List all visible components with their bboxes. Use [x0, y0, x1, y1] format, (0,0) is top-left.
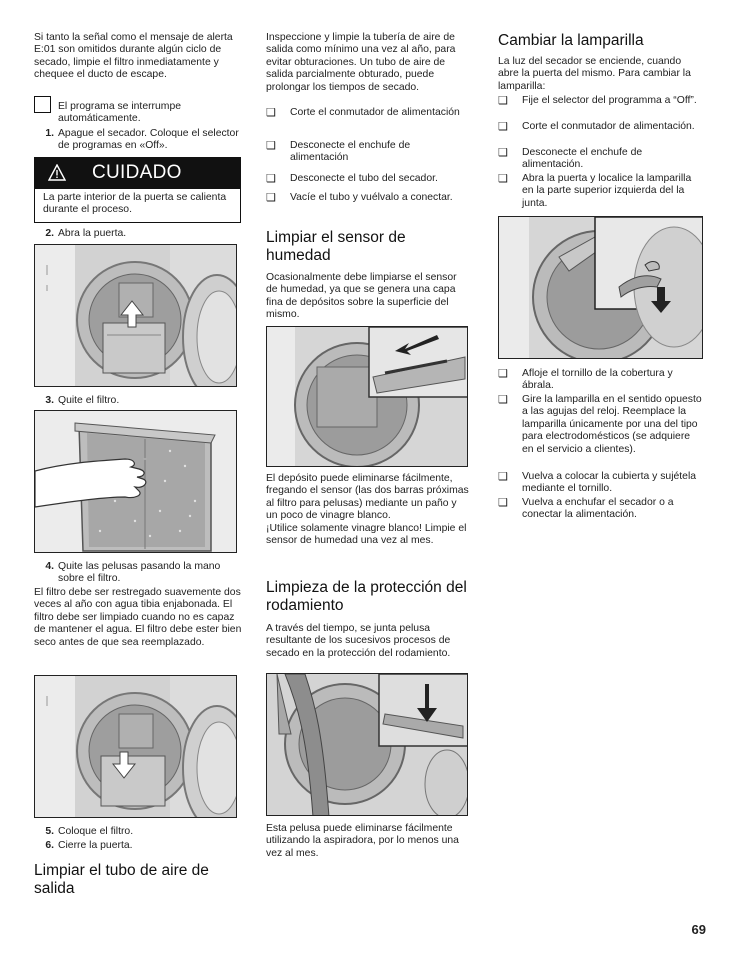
note-checkbox-icon — [34, 96, 51, 113]
bearing-vacuum-image — [266, 673, 468, 816]
checkbox-icon: ❑ — [266, 107, 276, 119]
caution-header: CUIDADO — [34, 157, 241, 189]
checkbox-icon: ❑ — [498, 121, 508, 133]
checkbox-icon: ❑ — [498, 368, 508, 380]
lamp-steps-list-b: ❑ Afloje el tornillo de la cobertura y á… — [498, 368, 704, 522]
checkbox-icon: ❑ — [266, 192, 276, 204]
checkbox-icon: ❑ — [266, 173, 276, 185]
list-item: ❑ Fije el selector del programma a “Off”… — [498, 95, 704, 121]
intro-text: Si tanto la señal como el mensaje de ale… — [34, 32, 233, 81]
humidity-sensor-image — [266, 326, 468, 467]
step-5: 5. Coloque el filtro. — [45, 826, 134, 837]
step-2: 2. Abra la puerta. — [45, 228, 127, 239]
step-6: 6. Cierre la puerta. — [45, 840, 133, 851]
lamp-intro: La luz del secador se enciende, cuando a… — [498, 56, 691, 92]
checkbox-icon: ❑ — [266, 140, 276, 152]
list-item: ❑ Vuelva a enchufar el secador o a conec… — [498, 497, 674, 521]
list-item: ❑ Gire la lamparilla en el sentido opues… — [498, 394, 704, 471]
list-item: ❑ Afloje el tornillo de la cobertura y á… — [498, 368, 704, 394]
step-1: 1. Apague el secador. Coloque el selecto… — [45, 128, 239, 152]
checkbox-icon: ❑ — [498, 147, 508, 159]
checkbox-icon: ❑ — [498, 471, 508, 483]
dryer-filter-insert-image — [34, 675, 237, 818]
exhaust-steps-list: ❑ Corte el conmutador de alimentación ❑ … — [266, 107, 470, 204]
list-item: ❑ Corte el conmutador de alimentación. — [498, 121, 704, 147]
bearing-heading: Limpieza de la protección del rodamiento — [266, 579, 467, 614]
filter-cleaning-image — [34, 410, 237, 553]
list-item: ❑ Corte el conmutador de alimentación — [266, 107, 470, 140]
filter-note: El filtro debe ser restregado suavemente… — [34, 587, 242, 648]
checkbox-icon: ❑ — [498, 497, 508, 509]
list-item: ❑ Desconecte el tubo del secador. — [266, 173, 470, 192]
list-item: ❑ Vacíe el tubo y vuélvalo a conectar. — [266, 192, 453, 204]
lamp-heading: Cambiar la lamparilla — [498, 32, 644, 49]
exhaust-intro: Inspeccione y limpie la tubería de aire … — [266, 32, 456, 93]
list-item: ❑ Abra la puerta y localice la lamparill… — [498, 173, 692, 209]
sensor-heading: Limpiar el sensor de humedad — [266, 229, 406, 264]
note-text: El programa se interrumpe automáticament… — [58, 101, 182, 125]
checkbox-icon: ❑ — [498, 95, 508, 107]
dryer-filter-removal-image — [34, 244, 237, 387]
lamp-steps-list-a: ❑ Fije el selector del programma a “Off”… — [498, 95, 704, 210]
bearing-text: Esta pelusa puede eliminarse fácilmente … — [266, 823, 459, 859]
exhaust-tube-heading: Limpiar el tubo de aire de salida — [34, 862, 209, 897]
caution-text: La parte interior de la puerta se calien… — [34, 189, 241, 223]
sensor-text: El depósito puede eliminarse fácilmente,… — [266, 473, 469, 547]
step-4: 4. Quite las pelusas pasando la mano sob… — [45, 561, 221, 585]
list-item: ❑ Desconecte el enchufe de alimentación — [266, 140, 470, 173]
list-item: ❑ Desconecte el enchufe de alimentación. — [498, 147, 704, 173]
step-3: 3. Quite el filtro. — [45, 395, 120, 406]
bearing-intro: A través del tiempo, se junta pelusa res… — [266, 623, 451, 659]
sensor-intro: Ocasionalmente debe limpiarse el sensor … — [266, 272, 457, 321]
caution-title: CUIDADO — [92, 162, 182, 183]
warning-icon — [48, 164, 66, 181]
checkbox-icon: ❑ — [498, 173, 508, 185]
list-item: ❑ Vuelva a colocar la cubierta y sujétel… — [498, 471, 704, 497]
lamp-location-image — [498, 216, 703, 359]
checkbox-icon: ❑ — [498, 394, 508, 406]
page-number: 69 — [691, 922, 706, 937]
